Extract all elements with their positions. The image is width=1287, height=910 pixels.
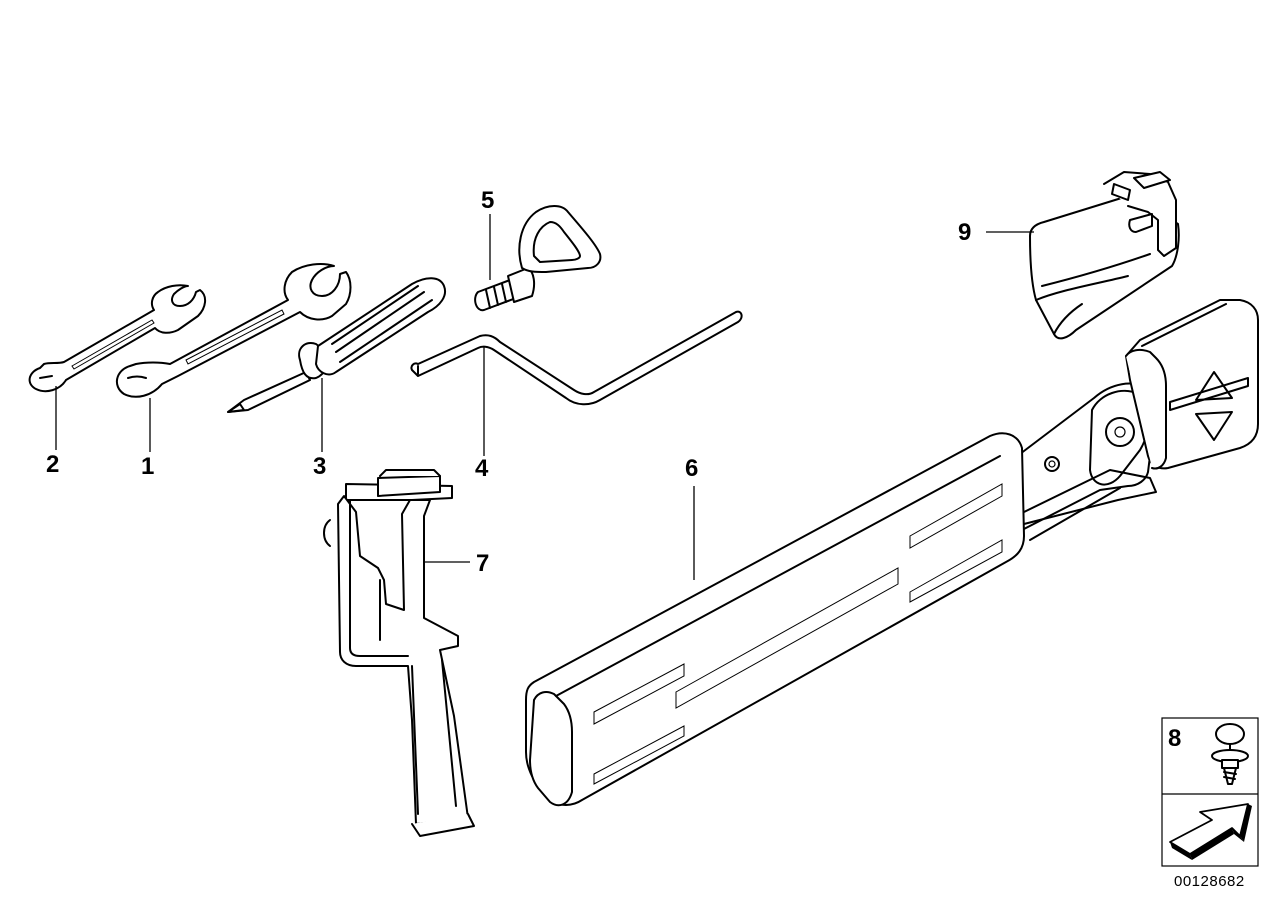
callout-1: 1	[141, 453, 154, 480]
callout-6: 6	[685, 455, 698, 482]
tool-case-part[interactable]	[525, 299, 1259, 807]
callout-2: 2	[46, 451, 59, 478]
bracket-part[interactable]	[323, 469, 475, 837]
document-number: 00128682	[1174, 873, 1245, 890]
callout-4: 4	[475, 455, 489, 482]
direction-arrow-icon	[1169, 803, 1252, 860]
crank-handle-part[interactable]	[410, 310, 743, 406]
screwdriver-part[interactable]	[227, 277, 446, 413]
callout-9: 9	[958, 219, 971, 246]
wrench-large-part[interactable]	[115, 263, 352, 398]
towing-eye-part[interactable]	[474, 205, 602, 312]
callout-numbers: 2 1 3 4 5 6 7 9	[46, 187, 971, 577]
cover-part[interactable]	[1029, 171, 1180, 340]
clip-inset-box: 8	[1161, 717, 1259, 867]
clip-part[interactable]	[1211, 723, 1249, 785]
wrench-small-part[interactable]	[28, 284, 206, 393]
callout-3: 3	[313, 453, 326, 480]
callout-7: 7	[476, 550, 489, 577]
callout-leaders	[55, 214, 1034, 580]
callout-5: 5	[481, 187, 494, 214]
callout-8: 8	[1168, 725, 1181, 752]
